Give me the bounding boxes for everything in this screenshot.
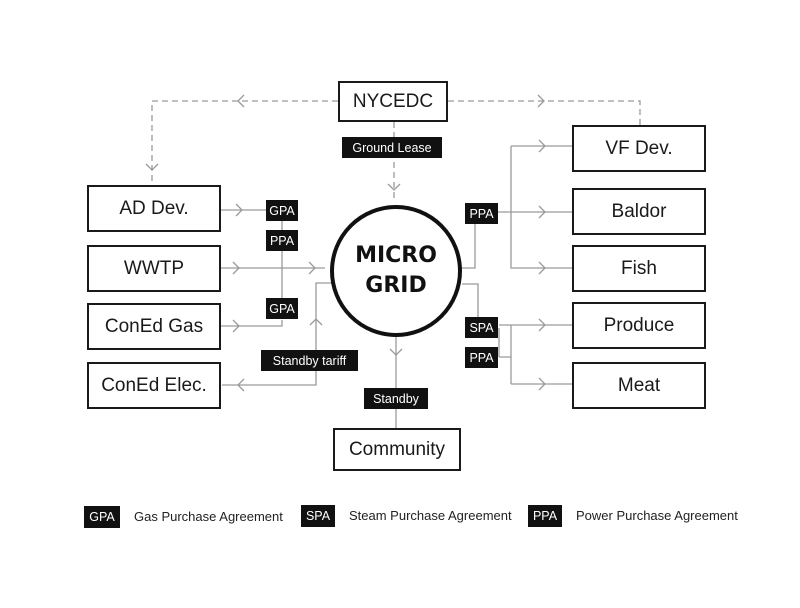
- microgrid-hub: MICRO GRID: [330, 205, 462, 337]
- node-fish: Fish: [572, 245, 706, 292]
- legend-abbr-gpa: GPA: [84, 506, 120, 528]
- chevron-down-ad: [145, 163, 159, 171]
- tag-ppa-wwtp: PPA: [266, 230, 298, 251]
- tag-spa-right: SPA: [465, 317, 498, 338]
- chevron-baldor: [538, 205, 546, 219]
- chevron-gas: [232, 319, 240, 333]
- legend-label-ppa: Power Purchase Agreement: [576, 508, 738, 523]
- node-wwtp: WWTP: [87, 245, 221, 292]
- tag-ground-lease: Ground Lease: [342, 137, 442, 158]
- line-ppa-top-trunk: [510, 146, 572, 269]
- node-nycedc: NYCEDC: [338, 81, 448, 122]
- chevron-right-nycedc: [537, 94, 545, 108]
- chevron-fish: [538, 261, 546, 275]
- chevron-ad: [235, 203, 243, 217]
- hub-label-line1: MICRO: [355, 243, 437, 268]
- chevron-elec: [237, 378, 245, 392]
- legend-label-spa: Steam Purchase Agreement: [349, 508, 512, 523]
- legend-abbr-ppa: PPA: [528, 505, 562, 527]
- chevron-down-community: [389, 348, 403, 356]
- tag-ppa-right-bottom: PPA: [465, 347, 498, 368]
- chevron-wwtp-hub: [308, 261, 316, 275]
- line-hub-to-ppa-top: [461, 224, 476, 269]
- node-baldor: Baldor: [572, 188, 706, 235]
- node-community: Community: [333, 428, 461, 471]
- chevron-wwtp: [232, 261, 240, 275]
- node-produce: Produce: [572, 302, 706, 349]
- line-to-meat: [499, 356, 572, 385]
- node-coned-elec: ConEd Elec.: [87, 362, 221, 409]
- chevron-left-nycedc: [237, 94, 245, 108]
- chevron-meat: [538, 377, 546, 391]
- node-meat: Meat: [572, 362, 706, 409]
- line-tariff-to-elec: [222, 282, 333, 386]
- line-nycedc-to-vf: [448, 100, 641, 125]
- chevron-vf: [538, 139, 546, 153]
- legend-abbr-spa: SPA: [301, 505, 335, 527]
- chevron-up-tariff: [309, 318, 323, 326]
- tag-gpa-ad: GPA: [266, 200, 298, 221]
- hub-label-line2: GRID: [365, 273, 427, 298]
- tag-standby: Standby: [364, 388, 428, 409]
- line-nycedc-to-ad: [151, 100, 338, 185]
- node-ad-dev: AD Dev.: [87, 185, 221, 232]
- chevron-produce: [538, 318, 546, 332]
- chevron-down-hub: [387, 183, 401, 191]
- line-gas-to-gpa: [221, 320, 283, 327]
- tag-gpa-coned: GPA: [266, 298, 298, 319]
- tag-standby-tariff: Standby tariff: [261, 350, 358, 371]
- node-vf-dev: VF Dev.: [572, 125, 706, 172]
- tag-ppa-right-top: PPA: [465, 203, 498, 224]
- node-coned-gas: ConEd Gas: [87, 303, 221, 350]
- line-hub-to-spa: [462, 283, 479, 317]
- legend-label-gpa: Gas Purchase Agreement: [134, 509, 283, 524]
